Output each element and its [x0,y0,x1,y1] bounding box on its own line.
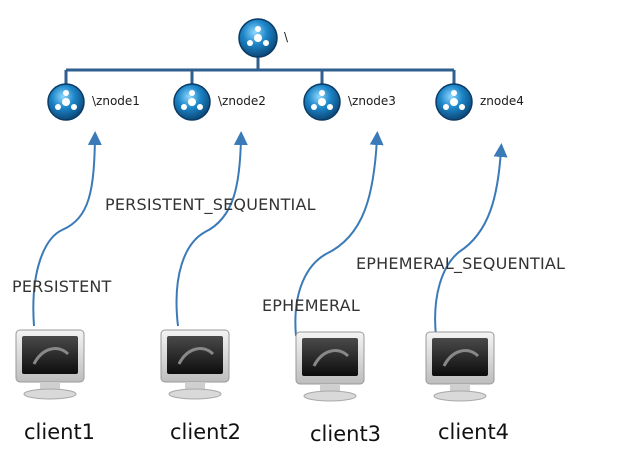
tree-connectors [64,56,456,88]
root-node-label: \ [284,30,289,44]
client1-label: client1 [24,420,96,444]
znode1-label: \znode1 [92,94,140,108]
mode-label-persistent-sequential: PERSISTENT_SEQUENTIAL [105,195,316,214]
znode3-label: \znode3 [348,94,396,108]
zookeeper-node-icon [238,18,278,58]
monitor-icon [425,331,495,402]
client3-label: client3 [310,422,382,446]
arrow-client3-znode3 [294,131,384,337]
arrow-client2-znode2 [175,131,248,327]
znode2-label: \znode2 [218,94,266,108]
znode4-label: znode4 [480,94,524,108]
zookeeper-node-icon [303,83,341,121]
monitor-icon [15,329,85,400]
zookeeper-node-icon [435,83,473,121]
monitor-icon [295,331,365,402]
mode-label-persistent: PERSISTENT [12,277,112,296]
client4-label: client4 [438,420,510,444]
zookeeper-node-icon [47,83,85,121]
mode-label-ephemeral: EPHEMERAL [262,296,360,315]
zookeeper-node-icon [173,83,211,121]
mode-label-ephemeral-sequential: EPHEMERAL_SEQUENTIAL [356,254,566,273]
arrow-client4-znode4 [434,143,508,337]
monitor-icon [160,329,230,400]
arrow-client1-znode1 [32,131,102,327]
client2-label: client2 [170,420,242,444]
